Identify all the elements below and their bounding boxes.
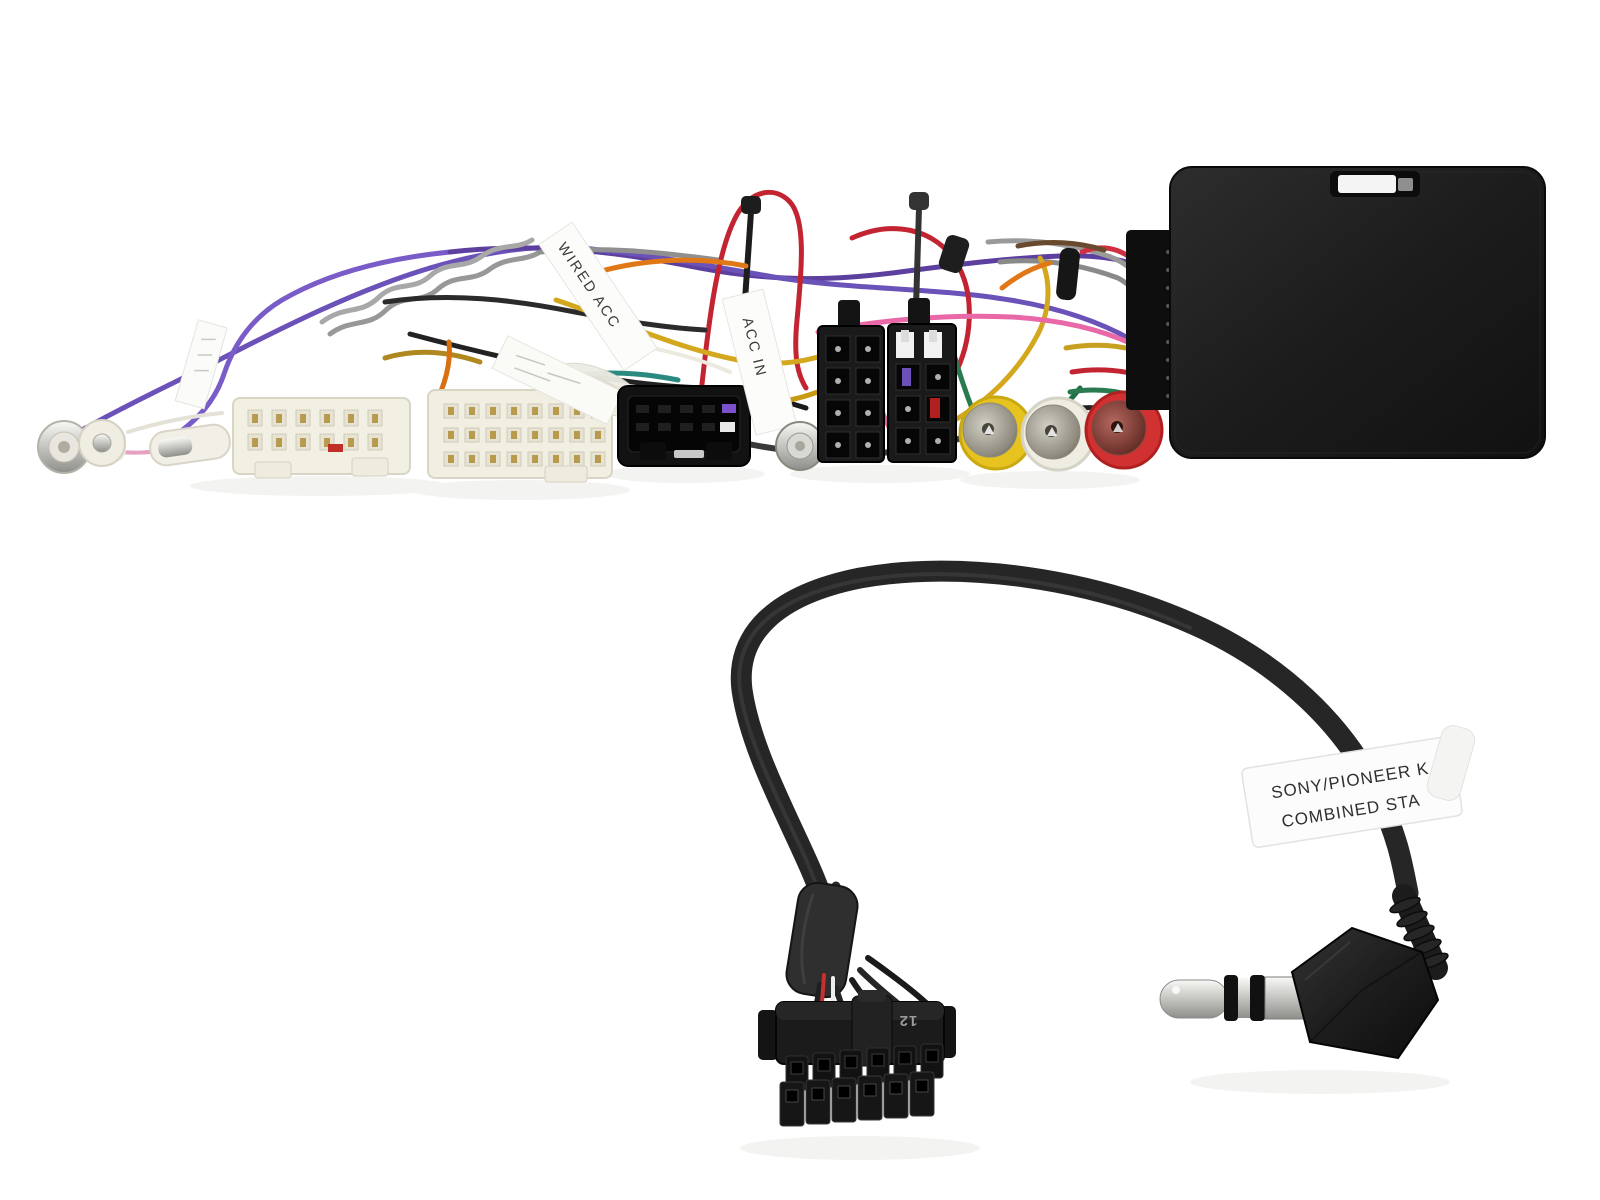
iso-latch bbox=[838, 300, 860, 332]
pin-towers-front bbox=[779, 1071, 935, 1127]
cable bbox=[730, 560, 1419, 909]
pin-count-marking: 12 bbox=[899, 1012, 918, 1029]
black-10pin-connector bbox=[617, 385, 751, 467]
harness-wires bbox=[61, 189, 1183, 457]
patch-cable-loop bbox=[730, 560, 1419, 909]
spade-terminal bbox=[149, 423, 231, 467]
ring-terminal-center bbox=[92, 433, 112, 453]
iso-latch bbox=[908, 298, 930, 330]
bullet-terminal-center bbox=[58, 441, 70, 453]
white-keying-tab bbox=[924, 332, 942, 358]
white-pin-slot bbox=[720, 422, 735, 432]
jack-ring bbox=[1224, 975, 1238, 1021]
rca-white bbox=[1020, 396, 1096, 472]
white-keying-tab bbox=[896, 332, 914, 358]
wire bbox=[1015, 240, 1107, 253]
wire-end-cap bbox=[741, 196, 761, 214]
wire bbox=[319, 237, 535, 325]
iso-connector-b bbox=[887, 298, 957, 463]
connector-foot bbox=[706, 442, 732, 460]
box-side-connector bbox=[1126, 230, 1174, 410]
patch-cable-label: SONY/PIONEER K COMBINED STA bbox=[1241, 736, 1463, 848]
wire-end-cap bbox=[909, 192, 929, 210]
cable-highlight bbox=[737, 572, 1192, 892]
connector-side-wing bbox=[758, 1010, 778, 1060]
wire bbox=[382, 349, 483, 365]
wire bbox=[742, 209, 754, 303]
tape-wrap bbox=[1056, 247, 1080, 301]
wire bbox=[1063, 342, 1137, 353]
wire bbox=[595, 257, 749, 275]
purple-wire-glint bbox=[902, 368, 911, 386]
wire bbox=[697, 189, 809, 405]
wire bbox=[913, 205, 922, 311]
jack-plug bbox=[1159, 975, 1306, 1021]
connector-latch bbox=[544, 465, 588, 483]
antenna-barrel-connector bbox=[775, 421, 825, 471]
white-vehicle-connector-a bbox=[232, 397, 411, 479]
box-label-slot-clip bbox=[1398, 178, 1413, 191]
connector-latch-tip bbox=[858, 990, 886, 1002]
red-keying-mark bbox=[328, 444, 343, 452]
wire bbox=[165, 249, 453, 443]
wire bbox=[327, 249, 543, 337]
wire-flag-label bbox=[174, 319, 228, 410]
iso-connector-a bbox=[817, 300, 885, 463]
interface-box bbox=[1169, 166, 1546, 459]
splice-label bbox=[491, 335, 624, 425]
jack-ring bbox=[1250, 975, 1265, 1021]
connector-latch bbox=[254, 461, 292, 479]
heatshrink-sleeve bbox=[785, 881, 859, 999]
wire bbox=[126, 411, 224, 434]
12pin-micro-connector: 12 bbox=[758, 990, 956, 1127]
purple-pin-slot bbox=[722, 404, 736, 413]
rca-yellow bbox=[958, 395, 1034, 471]
rca-red bbox=[1084, 390, 1164, 470]
connector-latch bbox=[674, 450, 704, 458]
acc-in-flag-label: ACC IN bbox=[721, 288, 798, 436]
right-angle-jack bbox=[1159, 884, 1449, 1060]
box-label-slot bbox=[1338, 175, 1396, 193]
wire bbox=[999, 260, 1053, 291]
jack-tip bbox=[1159, 979, 1229, 1019]
red-wire-glint bbox=[930, 398, 940, 418]
wire bbox=[815, 313, 1135, 347]
connector-foot bbox=[640, 442, 666, 460]
crimp-terminals bbox=[37, 419, 231, 474]
wired-acc-flag-label: WIRED ACC bbox=[538, 221, 658, 372]
white-vehicle-connector-b bbox=[427, 389, 613, 483]
wire bbox=[382, 295, 708, 333]
patch-label-fold bbox=[1426, 725, 1476, 801]
connector-latch bbox=[351, 457, 389, 477]
tape-wrap bbox=[938, 234, 970, 274]
soft-shadows bbox=[190, 465, 1450, 1160]
